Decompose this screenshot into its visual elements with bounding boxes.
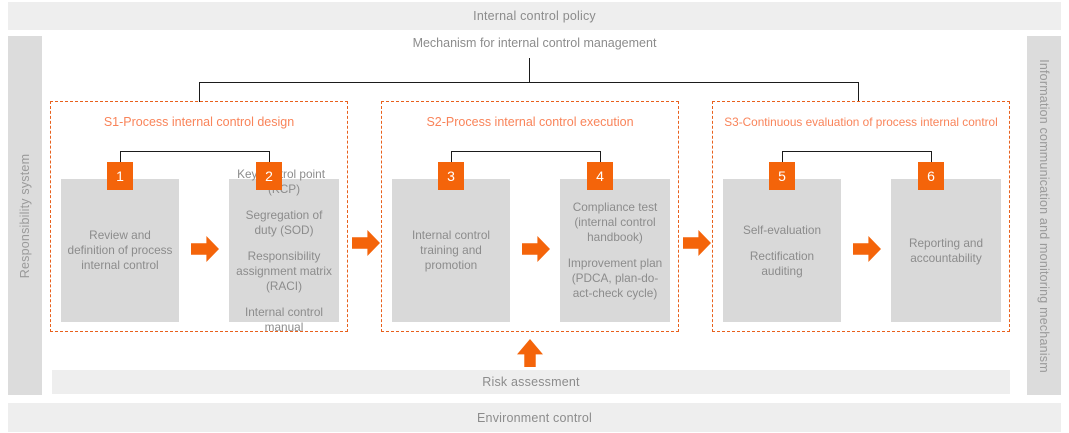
sidebar-right-label: Information communication and monitoring… [1037,58,1051,373]
card-6-line-0: Reporting and accountability [908,235,984,265]
sidebar-left-label: Responsibility system [18,153,33,278]
stage-s3-bracket-right [931,151,933,167]
card-2[interactable]: Key control point (KCP) Segregation of d… [229,167,339,334]
connector-horizontal [199,82,859,84]
stage-s2-bracket-right [600,151,602,167]
card-5[interactable]: Self-evaluation Rectification auditing [723,179,841,322]
arrow-right-icon-stage1-to-2 [352,230,380,256]
band-risk-assessment: Risk assessment [52,370,1010,394]
arrow-right-icon-2 [522,236,550,262]
band-risk-label: Risk assessment [482,375,580,389]
connector-drop-right [858,82,860,102]
arrow-right-icon-1 [191,236,219,262]
connector-drop-left [199,82,201,102]
arrow-right-icon-3 [853,236,881,262]
badge-2: 2 [256,162,282,190]
arrow-right-icon-stage2-to-3 [683,230,711,256]
card-4-line-0: Compliance test (internal control handbo… [572,200,658,244]
card-6[interactable]: Reporting and accountability [891,179,1001,322]
mechanism-title: Mechanism for internal control managemen… [412,36,657,50]
band-policy-label: Internal control policy [473,9,596,23]
stage-s3-bracket-left [782,151,784,167]
card-4[interactable]: Compliance test (internal control handbo… [560,179,670,322]
sidebar-responsibility-system: Responsibility system [8,36,42,395]
badge-3: 3 [438,162,464,190]
stage-s2[interactable]: S2-Process internal control execution In… [381,101,679,332]
card-3-line-0: Internal control training and promotion [411,228,491,272]
card-4-line-1: Improvement plan (PDCA, plan-do-act-chec… [567,256,663,300]
stage-s1[interactable]: S1-Process internal control design Revie… [50,101,348,334]
connector-stem [529,58,531,83]
band-environment-control: Environment control [8,403,1061,432]
card-1[interactable]: Review and definition of process interna… [61,179,179,322]
stage-s1-bracket-right [269,151,271,167]
stage-s3[interactable]: S3-Continuous evaluation of process inte… [712,101,1010,332]
badge-4: 4 [587,162,613,190]
badge-1: 1 [107,162,133,190]
stage-s2-bracket-bar [451,151,601,153]
stage-s1-bracket-bar [120,151,270,153]
stage-s3-bracket-bar [782,151,932,153]
card-2-line-3: Internal control manual [244,304,324,334]
card-5-line-0: Self-evaluation [742,222,822,237]
card-1-line-0: Review and definition of process interna… [67,228,173,272]
card-2-line-1: Segregation of duty (SOD) [245,207,323,237]
band-internal-control-policy: Internal control policy [8,2,1061,30]
card-2-line-2: Responsibility assignment matrix (RACI) [236,248,332,293]
badge-6: 6 [918,162,944,190]
arrow-up-icon-risk [517,339,543,367]
card-2-line-0: Key control point (KCP) [237,166,331,196]
stage-s2-title: S2-Process internal control execution [426,115,634,129]
stage-s2-bracket-left [451,151,453,167]
stage-s1-title: S1-Process internal control design [103,115,295,129]
sidebar-information-communication: Information communication and monitoring… [1027,36,1061,395]
card-3[interactable]: Internal control training and promotion [392,179,510,322]
badge-5: 5 [769,162,795,190]
stage-s1-bracket-left [120,151,122,167]
stage-s3-title: S3-Continuous evaluation of process inte… [724,115,998,129]
card-5-line-1: Rectification auditing [749,248,815,278]
band-environment-label: Environment control [477,410,592,425]
